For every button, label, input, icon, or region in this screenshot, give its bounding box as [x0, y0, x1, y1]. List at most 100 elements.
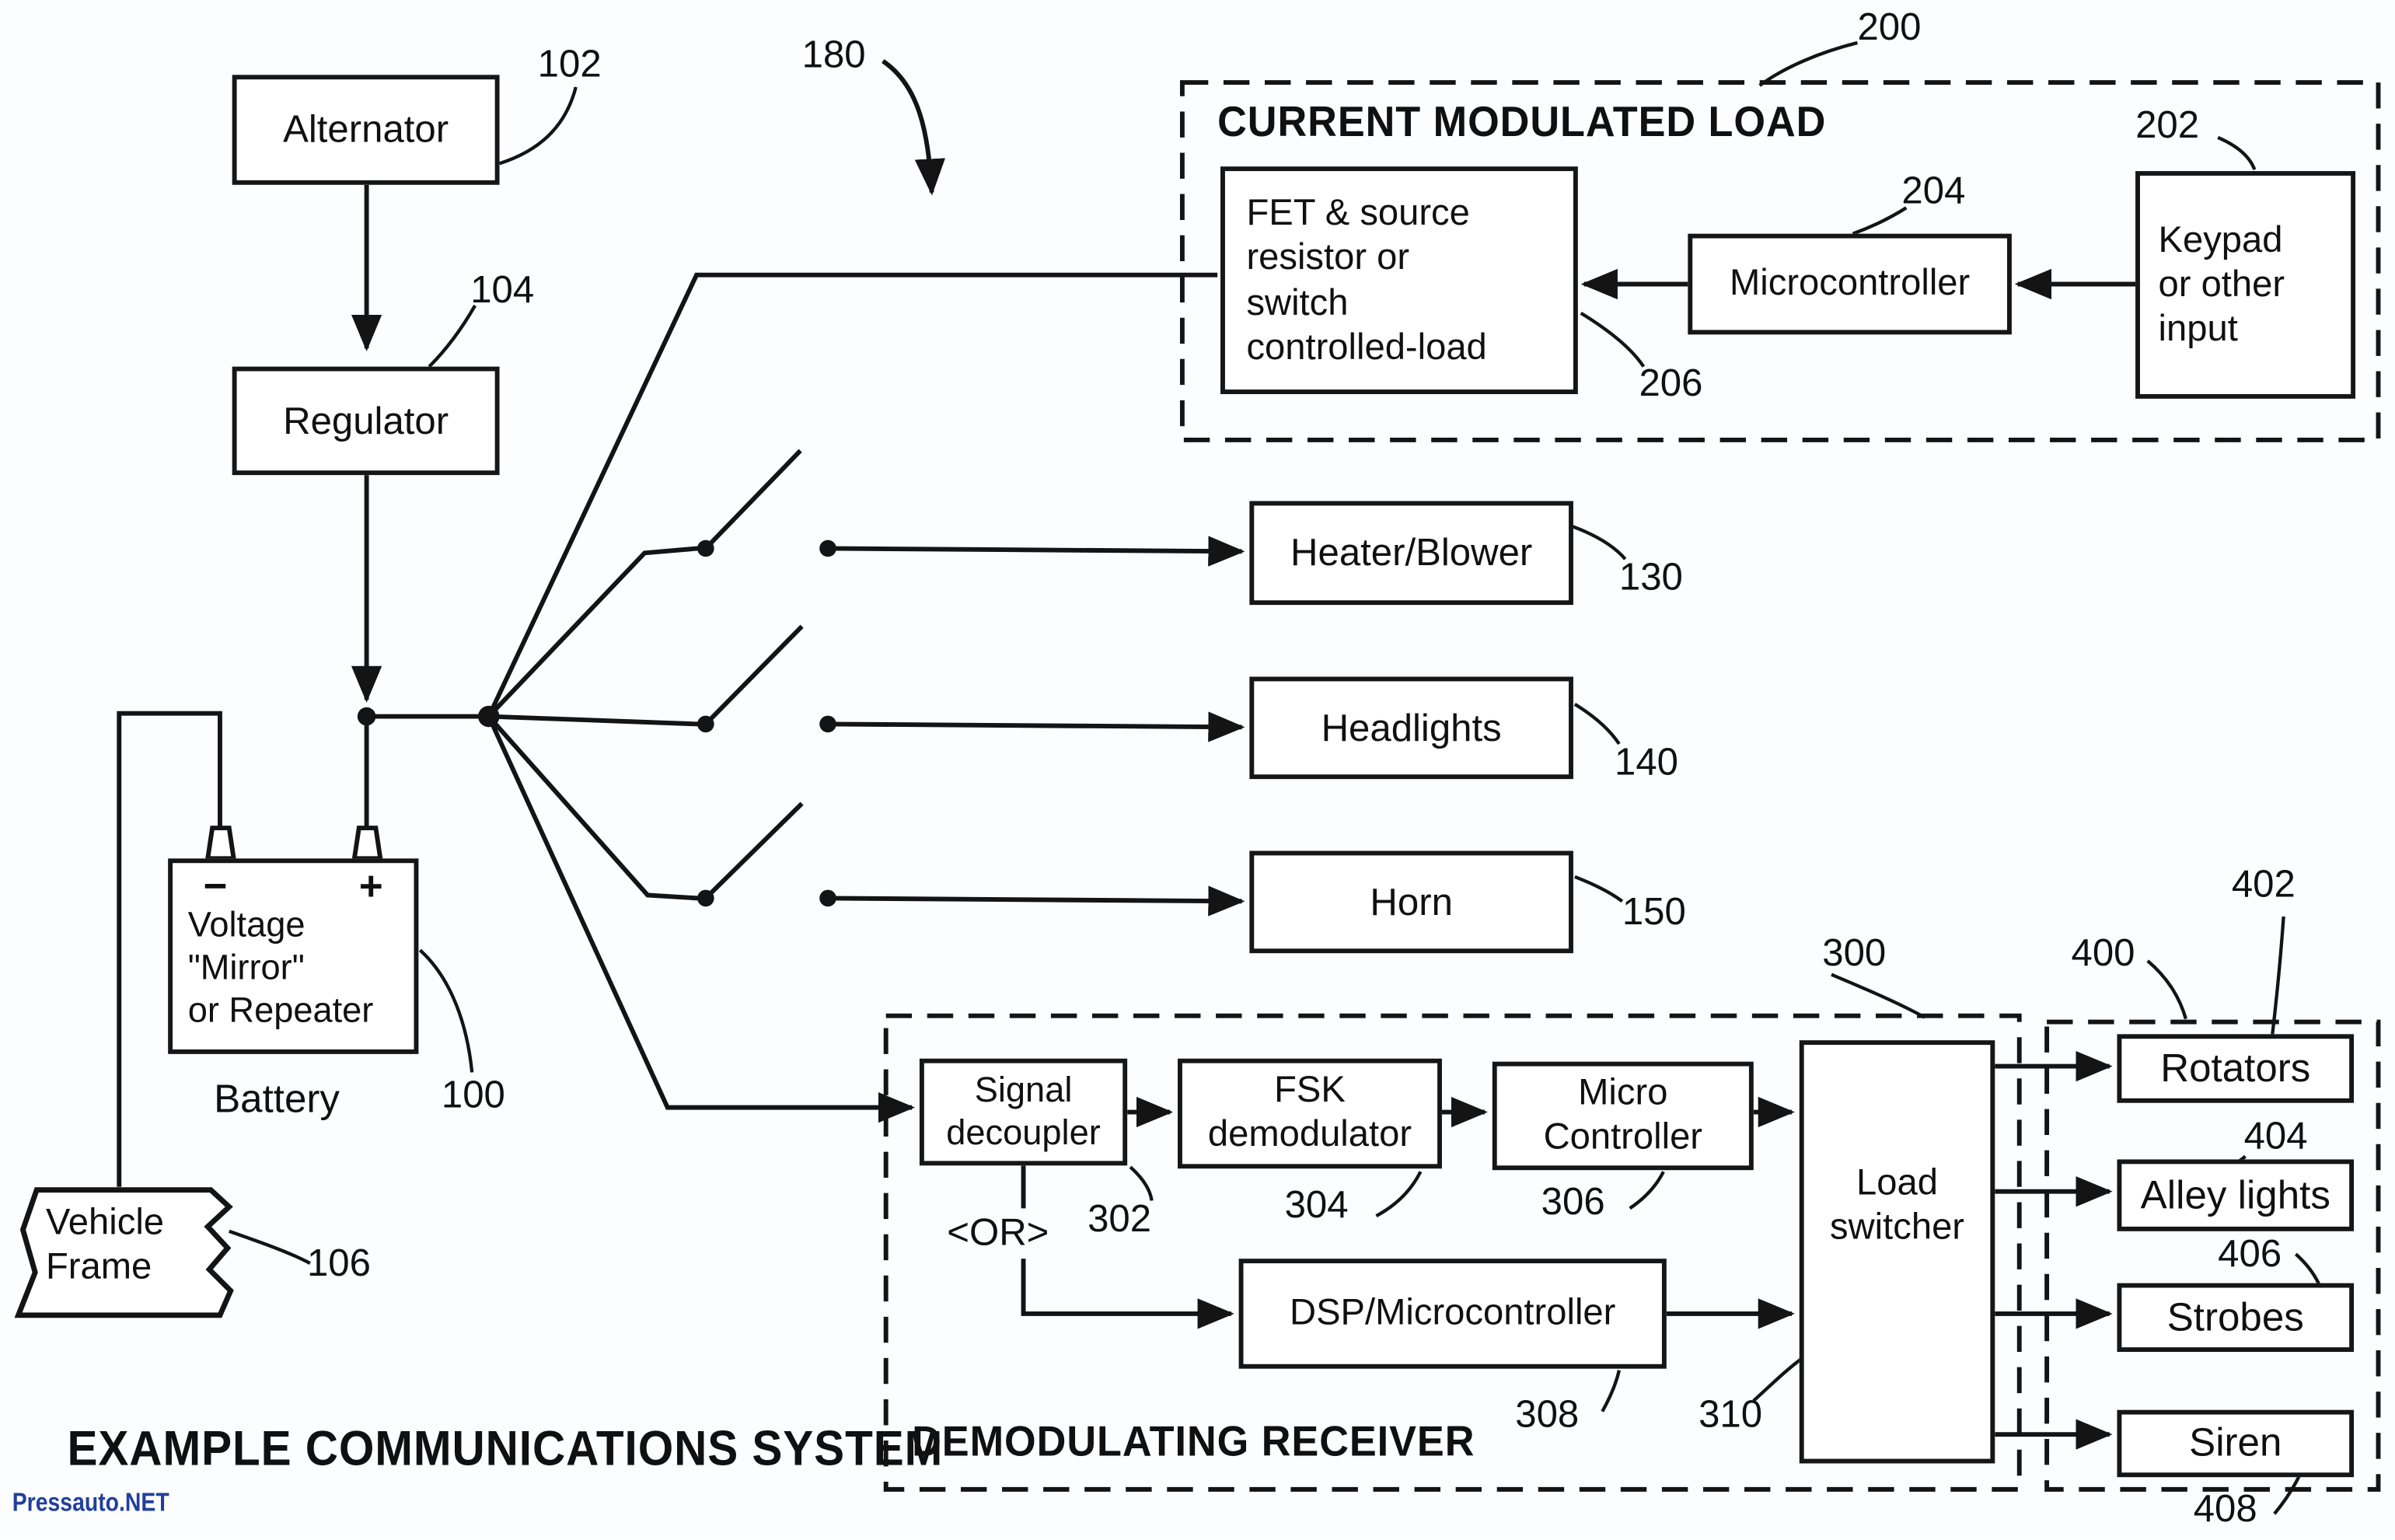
ref-202: 202	[2135, 103, 2200, 147]
signal-decoupler-line: decoupler	[946, 1112, 1101, 1152]
keypad-line: or other	[2158, 264, 2285, 306]
vehicle-frame-line: Frame	[45, 1246, 152, 1289]
ref-304: 304	[1284, 1183, 1349, 1227]
ref-104: 104	[470, 268, 535, 312]
fet-line: FET & source	[1246, 192, 1470, 234]
battery-line: Voltage	[187, 904, 305, 945]
siren-label: Siren	[2189, 1420, 2282, 1466]
vehicle-frame-shape	[14, 1187, 234, 1318]
fet-line: resistor or	[1246, 237, 1410, 279]
battery-minus-sign: −	[203, 863, 228, 910]
rotators-label: Rotators	[2160, 1044, 2311, 1091]
or-label: <OR>	[947, 1211, 1049, 1255]
heater-switch-blade	[703, 449, 802, 550]
dsp-label: DSP/Microcontroller	[1290, 1291, 1616, 1333]
battery-plus-sign: +	[358, 863, 383, 910]
wire-bus-to-headlight-switch	[488, 714, 699, 727]
figure-caption: EXAMPLE COMMUNICATIONS SYSTEM	[67, 1420, 944, 1476]
load-switcher-box: Load switcher	[1799, 1040, 1995, 1464]
ref-300: 300	[1822, 931, 1887, 975]
ref-150: 150	[1622, 890, 1686, 934]
fet-box: FET & source resistor or switch controll…	[1220, 166, 1578, 394]
battery-line: "Mirror"	[187, 947, 305, 987]
horn-box: Horn	[1249, 850, 1573, 954]
strobes-box: Strobes	[2117, 1283, 2355, 1353]
wire-to-heater	[828, 536, 1245, 567]
fet-line: controlled-load	[1246, 327, 1487, 368]
ref-102: 102	[537, 43, 602, 86]
receiver-microcontroller-box: Micro Controller	[1492, 1061, 1754, 1171]
horn-label: Horn	[1370, 880, 1453, 924]
wire-bus-to-cml	[487, 272, 1218, 718]
ref-402: 402	[2231, 863, 2295, 906]
alternator-label: Alternator	[283, 108, 449, 152]
receiver-micro-line: Micro	[1578, 1071, 1668, 1113]
signal-decoupler-box: Signal decoupler	[919, 1058, 1128, 1166]
regulator-label: Regulator	[283, 399, 449, 442]
signal-decoupler-line: Signal	[974, 1070, 1073, 1110]
vehicle-frame-line: Vehicle	[45, 1202, 165, 1244]
wire-to-horn	[828, 885, 1245, 917]
leader-lines	[229, 40, 2325, 1515]
cml-title: CURRENT MODULATED LOAD	[1217, 97, 1827, 145]
heater-blower-box: Heater/Blower	[1249, 501, 1573, 606]
ref-404: 404	[2243, 1115, 2308, 1158]
ref-204: 204	[1901, 169, 1966, 213]
load-switcher-line: switcher	[1830, 1206, 1965, 1248]
battery-line: or Repeater	[187, 990, 374, 1030]
ref-302: 302	[1088, 1197, 1152, 1241]
ref-308: 308	[1515, 1393, 1580, 1437]
fsk-line: demodulator	[1207, 1113, 1412, 1155]
rotators-box: Rotators	[2117, 1034, 2355, 1103]
load-switcher-line: Load	[1856, 1161, 1938, 1203]
battery-box: − + Voltage "Mirror" or Repeater	[168, 858, 419, 1054]
regulator-box: Regulator	[232, 366, 500, 476]
receiver-title: DEMODULATING RECEIVER	[912, 1417, 1475, 1465]
headlights-label: Headlights	[1321, 706, 1502, 749]
siren-box: Siren	[2117, 1409, 2355, 1478]
heater-blower-label: Heater/Blower	[1290, 531, 1533, 574]
cml-microcontroller-box: Microcontroller	[1688, 233, 2012, 335]
wire-bus-to-receiver	[487, 715, 916, 1123]
headlights-box: Headlights	[1249, 676, 1573, 780]
cml-microcontroller-label: Microcontroller	[1729, 262, 1971, 304]
system-ref-arrow	[882, 59, 945, 196]
wire-or-to-dsp	[1021, 1259, 1234, 1329]
ref-310: 310	[1698, 1393, 1763, 1437]
ref-406: 406	[2218, 1232, 2282, 1276]
keypad-box: Keypad or other input	[2135, 171, 2356, 399]
keypad-line: Keypad	[2158, 219, 2283, 261]
dsp-microcontroller-box: DSP/Microcontroller	[1238, 1259, 1667, 1369]
battery-caption: Battery	[214, 1075, 340, 1122]
ref-400: 400	[2071, 931, 2135, 975]
ref-106: 106	[306, 1241, 371, 1285]
alternator-box: Alternator	[232, 75, 500, 185]
headlight-switch-blade	[703, 624, 804, 726]
horn-switch-blade	[703, 801, 804, 900]
ref-206: 206	[1639, 361, 1703, 405]
alley-lights-box: Alley lights	[2117, 1159, 2355, 1231]
watermark: Pressauto.NET	[12, 1487, 169, 1517]
ref-306: 306	[1541, 1180, 1605, 1224]
ref-130: 130	[1618, 556, 1683, 599]
alley-lights-label: Alley lights	[2140, 1171, 2330, 1217]
wire-battery-minus-to-frame	[117, 711, 222, 1187]
fet-line: switch	[1246, 281, 1349, 323]
receiver-dashed-box	[883, 1013, 2022, 1492]
wire-to-headlights	[828, 711, 1245, 742]
keypad-line: input	[2158, 309, 2238, 351]
ref-100: 100	[441, 1074, 505, 1117]
ref-140: 140	[1615, 741, 1678, 784]
vehicle-frame-label: Vehicle Frame	[46, 1200, 164, 1290]
ref-180: 180	[801, 33, 866, 77]
fsk-line: FSK	[1274, 1069, 1346, 1111]
wire-bus-to-horn-switch	[487, 714, 699, 901]
ref-408: 408	[2193, 1487, 2257, 1531]
ref-200: 200	[1857, 5, 1922, 49]
fsk-demodulator-box: FSK demodulator	[1178, 1058, 1442, 1169]
junction-dots	[357, 540, 836, 907]
wire-bus-to-heater-switch	[487, 546, 699, 718]
receiver-micro-line: Controller	[1543, 1116, 1703, 1158]
